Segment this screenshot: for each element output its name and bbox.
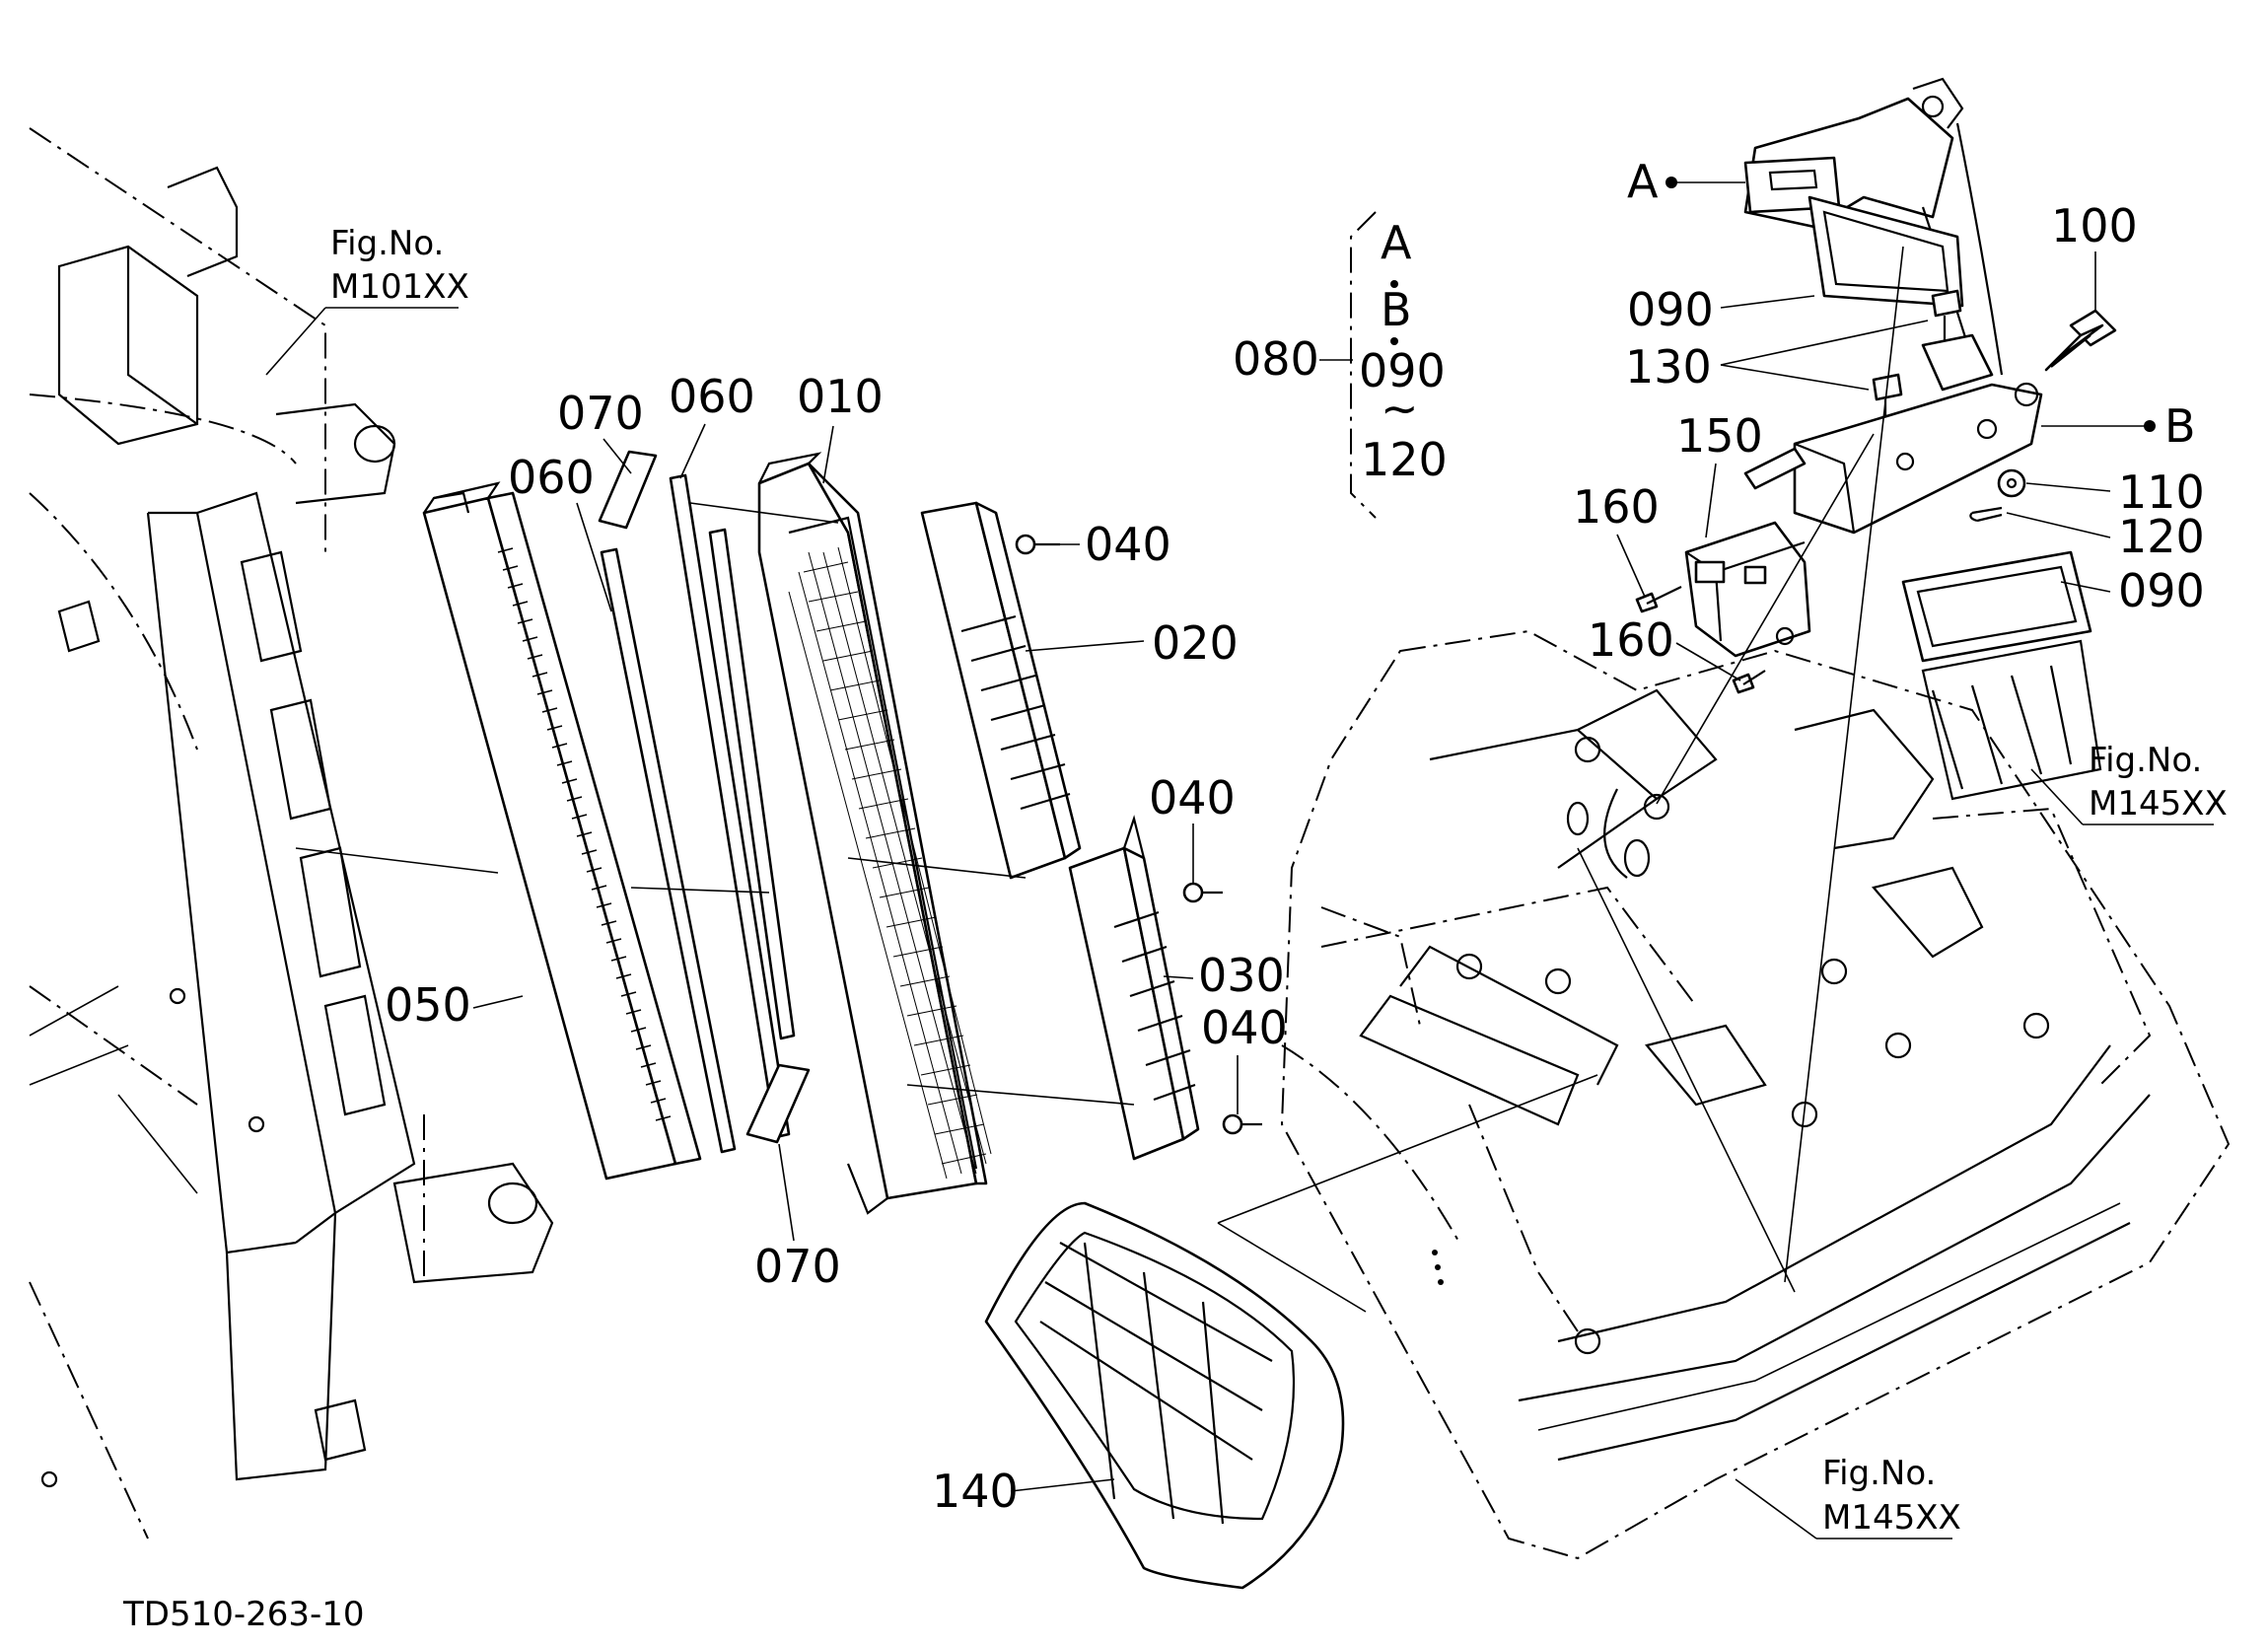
fig-ref-code: M101XX <box>330 267 469 307</box>
callout-020: 020 <box>1152 616 1239 670</box>
callout-010: 010 <box>797 370 884 423</box>
callout-040-c: 040 <box>1201 1001 1288 1054</box>
callout-060-b: 060 <box>669 370 755 423</box>
part-110-washer <box>1997 468 2026 498</box>
part-020-louvre <box>920 501 1082 880</box>
callout-150: 150 <box>1676 409 1763 463</box>
drawing-code: TD510-263-10 <box>122 1595 365 1634</box>
callout-130: 130 <box>1625 340 1712 394</box>
cab-frame <box>29 127 554 1540</box>
callout-090-a: 090 <box>1627 283 1714 336</box>
fig-ref-title: Fig.No. <box>2089 741 2202 780</box>
callout-040-a: 040 <box>1085 518 1171 571</box>
part-060-seals <box>600 473 796 1154</box>
marker-b: B <box>2041 399 2196 453</box>
part-140-cover <box>984 1201 1345 1590</box>
part-120-clip <box>1969 506 2003 523</box>
callout-030: 030 <box>1198 949 1285 1002</box>
roof-housing <box>1280 246 2231 1560</box>
callout-120: 120 <box>2118 510 2205 563</box>
marker-a: A <box>1627 155 1841 214</box>
group-080-b: B <box>1381 283 1412 336</box>
group-080-from: 090 <box>1359 344 1446 397</box>
callout-060-a: 060 <box>508 451 595 504</box>
fig-ref-title: Fig.No. <box>1822 1454 1936 1493</box>
group-080-to: 120 <box>1361 433 1448 486</box>
callout-040-b: 040 <box>1149 771 1236 824</box>
group-080-a: A <box>1381 216 1412 269</box>
part-090-gaskets <box>1807 195 2102 801</box>
marker-a-label: A <box>1627 155 1659 208</box>
fig-ref-m145xx-upper: Fig.No. M145XX <box>2030 741 2228 825</box>
callout-160-a: 160 <box>1573 480 1660 534</box>
callout-080: 080 <box>1233 332 1319 386</box>
fig-ref-title: Fig.No. <box>330 224 444 263</box>
callout-160-b: 160 <box>1588 613 1674 667</box>
part-150-actuator <box>1684 521 1811 658</box>
filter-pleats <box>497 547 672 1121</box>
callout-100: 100 <box>2051 199 2138 252</box>
callout-070-b: 070 <box>754 1240 841 1293</box>
part-010-housing <box>757 452 992 1215</box>
fig-ref-code: M145XX <box>1822 1498 1961 1538</box>
part-100-pin <box>2044 309 2117 372</box>
callout-140: 140 <box>932 1465 1019 1518</box>
group-080-tilde: ~ <box>1381 382 1419 435</box>
fig-ref-m101xx: Fig.No. M101XX <box>265 224 469 376</box>
fig-ref-m145xx-lower: Fig.No. M145XX <box>1735 1454 1961 1540</box>
callout-110: 110 <box>2118 465 2205 519</box>
callout-050: 050 <box>385 978 471 1032</box>
bracket-b <box>1743 333 2043 535</box>
callout-090-b: 090 <box>2118 564 2205 617</box>
part-070-strips <box>598 450 811 1144</box>
callout-070-a: 070 <box>557 387 644 440</box>
part-050-filter <box>422 481 702 1181</box>
part-030-louvre <box>1068 815 1200 1161</box>
group-080: 080 A B 090 ~ 120 <box>1233 211 1448 519</box>
marker-b-label: B <box>2164 399 2196 453</box>
part-160-screws <box>1635 586 1766 694</box>
fig-ref-code: M145XX <box>2089 784 2228 824</box>
